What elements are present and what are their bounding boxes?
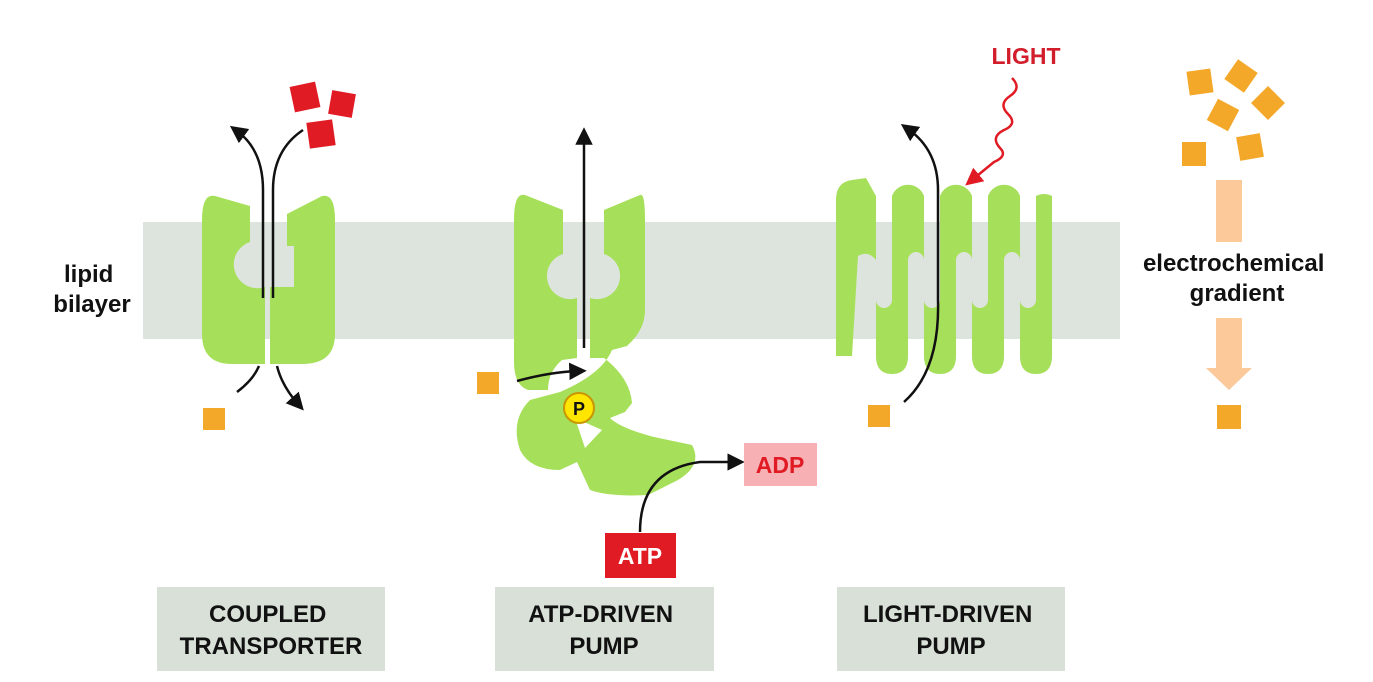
atp-pump-phospho-notch bbox=[575, 418, 602, 448]
light-label: LIGHT bbox=[992, 43, 1061, 69]
atp-driven-pump: P ATP ADP bbox=[477, 127, 817, 578]
caption-panel-light-driven-pump: LIGHT-DRIVEN PUMP bbox=[837, 587, 1065, 671]
cosolute-square bbox=[306, 119, 336, 149]
light-driven-pump: LIGHT bbox=[836, 43, 1061, 427]
solute-square bbox=[1182, 142, 1206, 166]
caption-text: LIGHT-DRIVEN PUMP bbox=[863, 601, 1039, 660]
cosolute-exit-arrow bbox=[275, 365, 304, 411]
caption-panel-atp-driven-pump: ATP-DRIVEN PUMP bbox=[495, 587, 714, 671]
solute-square bbox=[1251, 86, 1285, 120]
solute-square bbox=[1224, 59, 1258, 93]
atp-to-adp-arrow bbox=[638, 453, 745, 533]
cosolute-square bbox=[328, 90, 356, 118]
atp-box bbox=[605, 533, 676, 578]
solute-square bbox=[1236, 133, 1264, 161]
solute-square bbox=[868, 405, 890, 427]
gradient-arrow-shaft-bottom bbox=[1216, 318, 1242, 370]
caption-box bbox=[837, 587, 1065, 671]
phosphate-label: P bbox=[573, 399, 585, 419]
solute-transport-arrow bbox=[229, 125, 265, 298]
solute-entry-arrow bbox=[236, 365, 261, 393]
atp-pump-left-subunit bbox=[514, 194, 577, 390]
atp-label: ATP bbox=[618, 543, 662, 569]
pump-transport-arrow bbox=[900, 123, 940, 403]
phosphate-circle bbox=[563, 392, 595, 424]
light-wave-arrow bbox=[965, 77, 1018, 186]
adp-box bbox=[744, 443, 817, 486]
solute-entry-arrow bbox=[516, 362, 587, 383]
coupled-transporter-right-subunit bbox=[270, 195, 335, 364]
adp-label: ADP bbox=[756, 452, 805, 478]
solute-square bbox=[477, 372, 499, 394]
coupled-transporter-left-subunit bbox=[202, 195, 265, 364]
caption-box bbox=[157, 587, 385, 671]
caption-panel-coupled-transporter: COUPLED TRANSPORTER bbox=[157, 587, 385, 671]
caption-text: ATP-DRIVEN PUMP bbox=[528, 601, 680, 660]
solute-square bbox=[1206, 98, 1240, 132]
cosolute-square bbox=[289, 81, 321, 113]
gradient-arrow-head bbox=[1206, 368, 1252, 390]
solute-square bbox=[203, 408, 225, 430]
electrochemical-gradient-label: electrochemical gradient bbox=[1143, 250, 1331, 307]
atp-pump-right-subunit bbox=[516, 194, 696, 496]
solute-square bbox=[1217, 405, 1241, 429]
cosolute-transport-arrow bbox=[271, 128, 304, 298]
solute-square bbox=[1186, 68, 1214, 96]
lipid-bilayer-label: lipid bilayer bbox=[53, 261, 130, 318]
electrochemical-gradient: electrochemical gradient bbox=[1143, 59, 1331, 429]
gradient-arrow-shaft-top bbox=[1216, 180, 1242, 242]
coupled-transporter bbox=[202, 81, 356, 430]
caption-box bbox=[495, 587, 714, 671]
light-pump-protein bbox=[836, 178, 1052, 374]
caption-text: COUPLED TRANSPORTER bbox=[180, 601, 363, 660]
